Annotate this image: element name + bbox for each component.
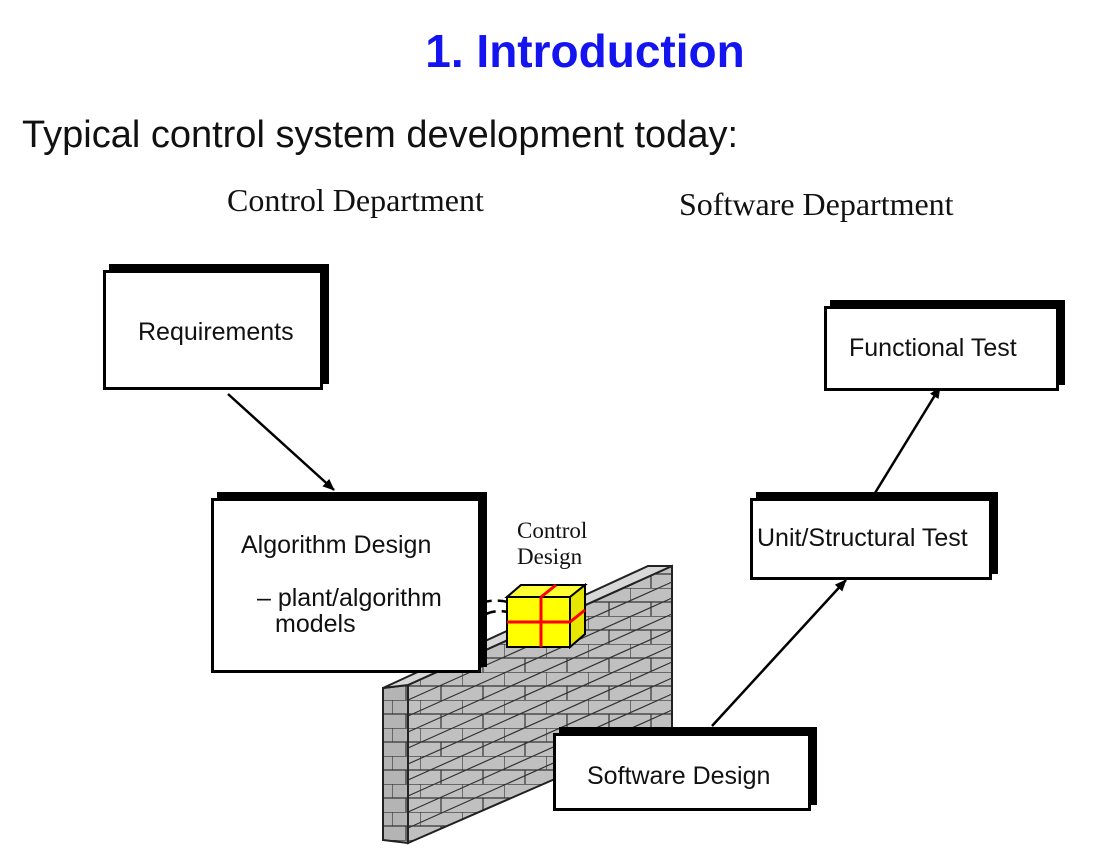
software-department-label: Software Department — [679, 186, 954, 222]
arrow-requirements-to-algorithm — [227, 393, 335, 491]
arrow-unit-test-to-functional-test — [873, 386, 942, 494]
requirements-label: Requirements — [138, 318, 294, 346]
control-design-label: Control Design — [517, 518, 587, 570]
slide-subtitle: Typical control system development today… — [22, 114, 739, 156]
unit-structural-test-label: Unit/Structural Test — [757, 524, 968, 552]
slide-title: 1. Introduction — [425, 25, 745, 77]
unit-structural-test-box: Unit/Structural Test — [750, 498, 992, 580]
functional-test-box: Functional Test — [824, 306, 1059, 391]
software-design-label: Software Design — [587, 762, 771, 790]
control-design-package — [504, 582, 588, 650]
algorithm-design-label: Algorithm Design — [241, 531, 432, 559]
functional-test-label: Functional Test — [849, 334, 1017, 362]
requirements-box: Requirements — [103, 270, 323, 390]
arrow-software-to-unit-test — [711, 579, 847, 727]
software-design-box: Software Design — [553, 733, 811, 811]
algorithm-design-box: Algorithm Design – plant/algorithm model… — [211, 498, 481, 673]
algorithm-detail-line2: models — [275, 610, 356, 638]
control-design-label-line2: Design — [517, 544, 583, 569]
control-department-label: Control Department — [227, 182, 484, 218]
algorithm-detail-line1: – plant/algorithm — [257, 584, 442, 612]
control-design-label-line1: Control — [517, 518, 588, 543]
